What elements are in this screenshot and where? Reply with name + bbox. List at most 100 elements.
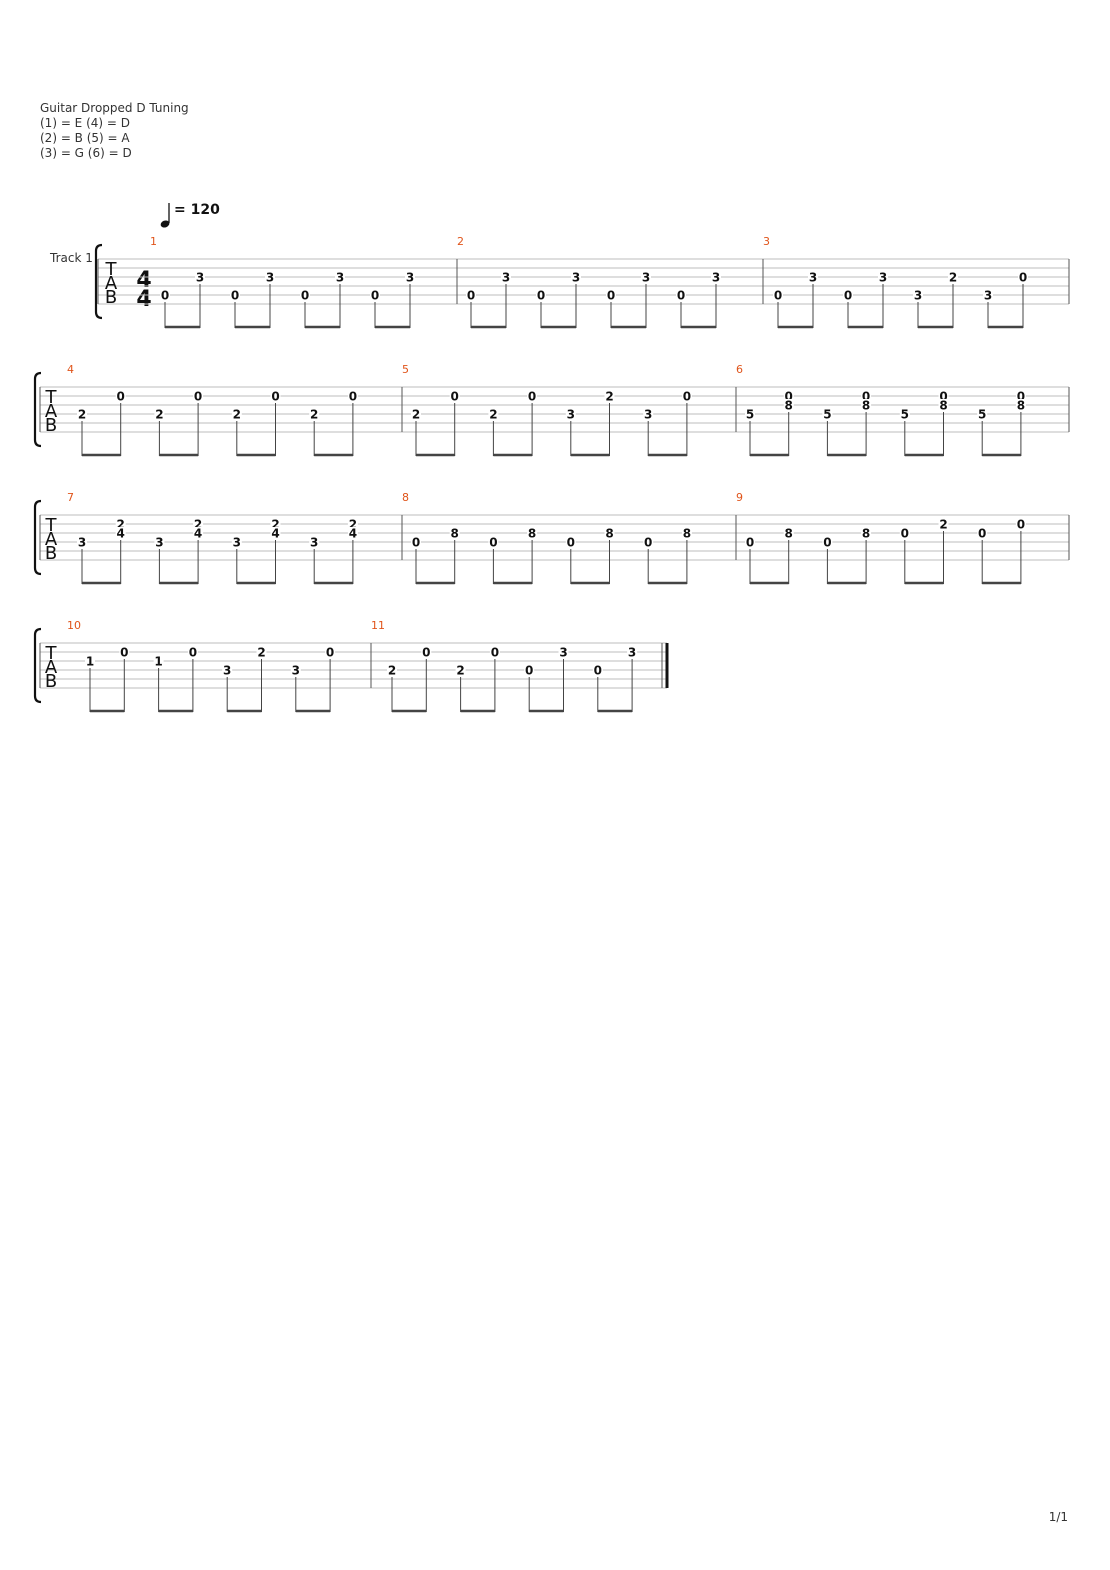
fret-backdrop: [536, 289, 546, 301]
tab-clef-letter: B: [105, 287, 117, 308]
tab-clef-letter: A: [45, 529, 58, 550]
tab-clef-letter: A: [105, 273, 118, 294]
fret-number: 3: [292, 664, 300, 678]
fret-number: 2: [388, 664, 396, 678]
fret-backdrop: [230, 289, 240, 301]
fret-number: 2: [155, 408, 163, 422]
fret-number: 8: [785, 527, 793, 541]
fret-backdrop: [455, 664, 466, 676]
fret-number: 3: [914, 289, 922, 303]
fret-number: 8: [939, 399, 947, 413]
fret-backdrop: [290, 664, 301, 676]
fret-backdrop: [154, 408, 165, 420]
fret-backdrop: [773, 289, 783, 301]
system-bracket: [33, 371, 42, 448]
fret-number: 0: [371, 289, 379, 303]
fret-backdrop: [938, 390, 949, 402]
instrument-tuning-title: Guitar Dropped D Tuning: [40, 101, 189, 115]
fret-number: 0: [194, 390, 202, 404]
fret-backdrop: [977, 408, 988, 420]
fret-backdrop: [938, 518, 949, 530]
tab-staves: TAB103030303203030303303033230TAB4202020…: [33, 235, 1070, 713]
tab-clef-letter: B: [45, 543, 57, 564]
fret-number: 0: [1019, 271, 1027, 285]
fret-backdrop: [347, 390, 358, 402]
fret-number: 0: [489, 536, 497, 550]
fret-number: 4: [271, 527, 279, 541]
fret-backdrop: [604, 527, 615, 539]
fret-backdrop: [115, 527, 126, 539]
fret-backdrop: [309, 536, 320, 548]
fret-number: 0: [537, 289, 545, 303]
fret-number: 0: [644, 536, 652, 550]
fret-number: 0: [594, 664, 602, 678]
fret-number: 0: [467, 289, 475, 303]
fret-number: 3: [567, 408, 575, 422]
fret-backdrop: [913, 289, 923, 301]
tab-clef-letter: T: [45, 387, 58, 408]
fret-number: 8: [528, 527, 536, 541]
tab-clef-letter: A: [45, 401, 58, 422]
fret-backdrop: [527, 527, 538, 539]
fret-number: 2: [310, 408, 318, 422]
fret-backdrop: [222, 664, 233, 676]
fret-number: 2: [233, 408, 241, 422]
fret-number: 0: [677, 289, 685, 303]
fret-backdrop: [938, 399, 949, 411]
fret-backdrop: [489, 646, 500, 658]
fret-number: 3: [984, 289, 992, 303]
measure-number: 7: [67, 491, 74, 504]
fret-backdrop: [300, 289, 310, 301]
fret-backdrop: [449, 390, 460, 402]
fret-backdrop: [783, 527, 794, 539]
fret-backdrop: [387, 664, 397, 676]
fret-number: 0: [120, 646, 128, 660]
fret-number: 0: [451, 390, 459, 404]
fret-number: 5: [901, 408, 909, 422]
fret-number: 5: [746, 408, 754, 422]
fret-number: 1: [86, 655, 94, 669]
fret-number: 0: [412, 536, 420, 550]
fret-backdrop: [641, 271, 651, 283]
measure-number: 6: [736, 363, 743, 376]
fret-backdrop: [270, 518, 281, 530]
fret-number: 5: [978, 408, 986, 422]
tab-clef-letter: B: [45, 415, 57, 436]
fret-backdrop: [488, 408, 499, 420]
fret-number: 8: [862, 399, 870, 413]
fret-number: 0: [301, 289, 309, 303]
score-header: Guitar Dropped D Tuning (1) = E (4) = D …: [40, 101, 189, 161]
fret-number: 3: [809, 271, 817, 285]
fret-number: 0: [939, 390, 947, 404]
fret-backdrop: [309, 408, 320, 420]
fret-number: 4: [349, 527, 357, 541]
fret-backdrop: [160, 289, 170, 301]
fret-backdrop: [256, 646, 267, 658]
fret-backdrop: [153, 655, 164, 667]
tempo-marking: = 120: [160, 202, 220, 228]
fret-backdrop: [643, 536, 654, 548]
fret-number: 5: [823, 408, 831, 422]
fret-backdrop: [193, 518, 204, 530]
fret-backdrop: [627, 646, 638, 658]
tab-clef-letter: T: [45, 515, 58, 536]
fret-number: 0: [422, 646, 430, 660]
measure-number: 1: [150, 235, 157, 248]
tab-clef-letter: A: [45, 657, 58, 678]
fret-number: 8: [605, 527, 613, 541]
fret-number: 2: [349, 518, 357, 532]
fret-number: 0: [349, 390, 357, 404]
fret-number: 3: [879, 271, 887, 285]
fret-backdrop: [193, 390, 204, 402]
measure-number: 5: [402, 363, 409, 376]
fret-backdrop: [195, 271, 205, 283]
page-number: 1/1: [1048, 1510, 1068, 1524]
quarter-note-icon: [160, 220, 170, 228]
fret-backdrop: [783, 399, 794, 411]
fret-backdrop: [681, 527, 692, 539]
tab-clef-letter: B: [45, 671, 57, 692]
tuning-line: (2) = B (5) = A: [40, 131, 130, 145]
fret-backdrop: [899, 408, 910, 420]
